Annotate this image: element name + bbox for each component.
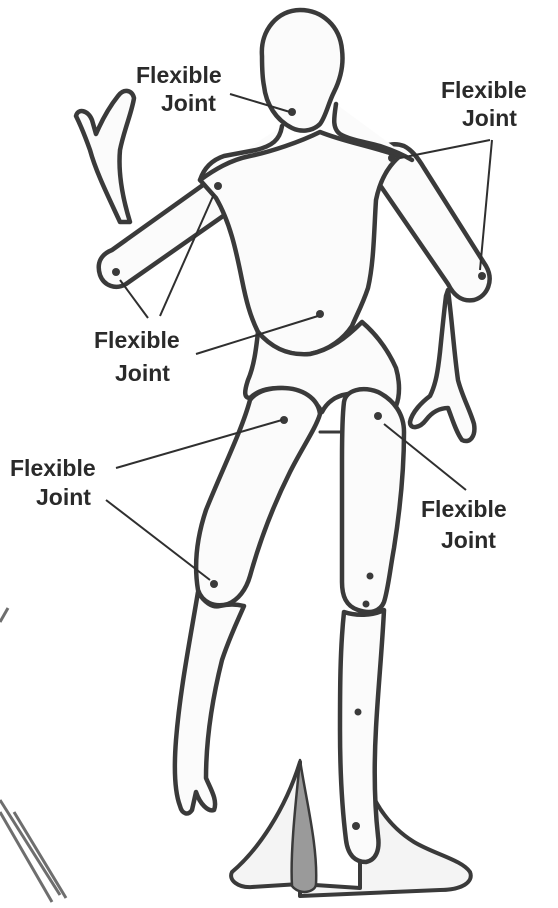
label-left-arm-waist-line1: Flexible <box>94 327 180 353</box>
label-right-leg: Flexible Joint <box>421 496 513 553</box>
label-right-leg-line1: Flexible <box>421 496 507 522</box>
joint-dot-right-shin <box>355 709 362 716</box>
label-right-arm: Flexible Joint <box>441 77 533 131</box>
label-left-arm-waist: Flexible Joint <box>94 327 186 386</box>
label-neck: Flexible Joint <box>136 62 228 116</box>
joint-dot-right-ankle <box>352 822 360 830</box>
label-right-leg-line2: Joint <box>441 527 496 553</box>
joint-dot-right-hip <box>374 412 382 420</box>
joint-dot-right-knee-lower <box>363 601 370 608</box>
label-left-leg: Flexible Joint <box>10 455 102 510</box>
label-right-arm-line2: Joint <box>462 105 517 131</box>
right-forearm <box>410 290 474 441</box>
label-left-arm-waist-line2: Joint <box>115 360 170 386</box>
neighbor-figure-fragment <box>0 608 66 902</box>
joint-dot-right-shoulder <box>388 154 396 162</box>
left-hand <box>76 91 134 222</box>
label-neck-line2: Joint <box>161 90 216 116</box>
joint-dot-right-knee-upper <box>367 573 374 580</box>
left-thigh <box>196 388 320 605</box>
joint-dot-left-shoulder <box>214 182 222 190</box>
leader-left-elbow <box>120 280 148 318</box>
label-right-arm-line1: Flexible <box>441 77 527 103</box>
joint-dot-right-elbow <box>478 272 486 280</box>
joint-dot-left-knee <box>210 580 218 588</box>
label-left-leg-line2: Joint <box>36 484 91 510</box>
label-neck-line1: Flexible <box>136 62 222 88</box>
joint-dot-left-elbow <box>112 268 120 276</box>
mannequin-figure <box>76 10 490 862</box>
right-thigh <box>342 389 404 612</box>
leader-right-elbow <box>480 140 492 270</box>
left-shin <box>175 592 244 813</box>
label-left-leg-line1: Flexible <box>10 455 96 481</box>
right-shin <box>340 610 384 862</box>
leader-right-shoulder <box>400 140 490 158</box>
leader-left-knee <box>106 500 210 580</box>
head <box>262 10 343 131</box>
